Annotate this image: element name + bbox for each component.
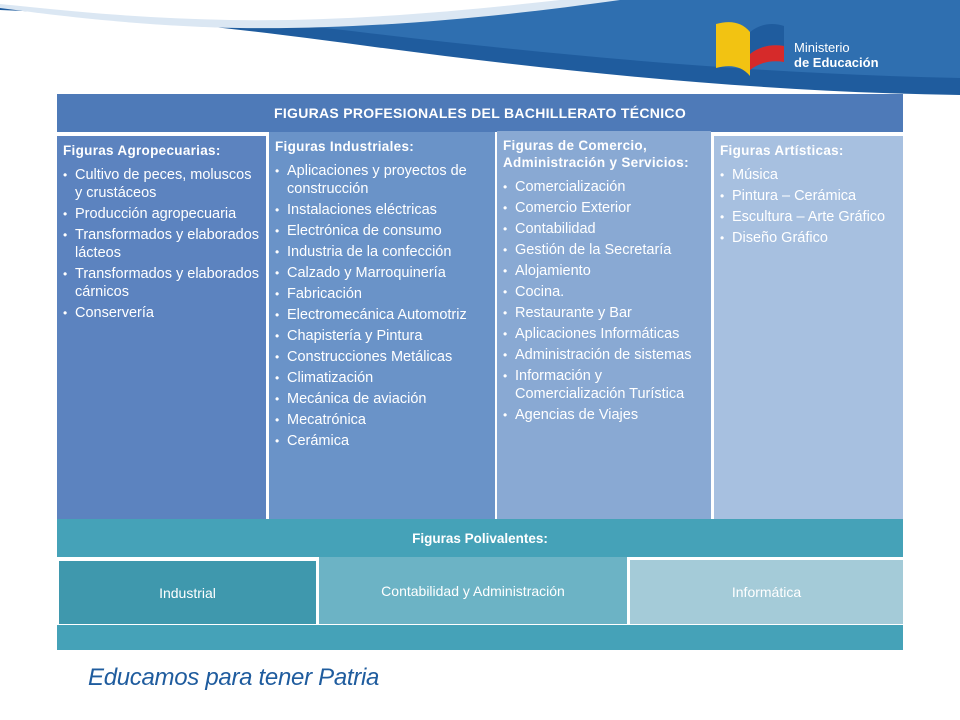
- list-item: Construcciones Metálicas: [275, 348, 491, 366]
- list-item: Información y Comercialización Turística: [503, 367, 707, 403]
- list-item: Agencias de Viajes: [503, 406, 707, 424]
- list-item: Electrónica de consumo: [275, 222, 491, 240]
- list-item: Administración de sistemas: [503, 346, 707, 364]
- list-item: Climatización: [275, 369, 491, 387]
- column-title: Figuras de Comercio, Administración y Se…: [503, 138, 689, 170]
- list-item: Conservería: [63, 304, 262, 322]
- ministry-name: Ministerio de Educación: [794, 40, 879, 70]
- list-item: Aplicaciones Informáticas: [503, 325, 707, 343]
- list-item: Aplicaciones y proyectos de construcción: [275, 162, 491, 198]
- list-item: Restaurante y Bar: [503, 304, 707, 322]
- column-title: Figuras Artísticas:: [720, 143, 844, 158]
- list-item: Cerámica: [275, 432, 491, 450]
- list-item: Cultivo de peces, moluscos y crustáceos: [63, 166, 262, 202]
- item-list: Aplicaciones y proyectos de construcción…: [275, 162, 491, 450]
- column-title: Figuras Agropecuarias:: [63, 143, 221, 158]
- list-item: Gestión de la Secretaría: [503, 241, 707, 259]
- column-agropecuarias: Figuras Agropecuarias: Cultivo de peces,…: [57, 136, 266, 519]
- footer-slogan: Educamos para tener Patria: [88, 664, 380, 691]
- polyvalent-informatica: Informática: [630, 560, 903, 624]
- column-comercio: Figuras de Comercio, Administración y Se…: [497, 131, 711, 519]
- item-list: Música Pintura – Cerámica Escultura – Ar…: [720, 166, 899, 247]
- list-item: Mecatrónica: [275, 411, 491, 429]
- list-item: Mecánica de aviación: [275, 390, 491, 408]
- list-item: Comercialización: [503, 178, 707, 196]
- column-artisticas: Figuras Artísticas: Música Pintura – Cer…: [714, 136, 903, 519]
- column-industriales: Figuras Industriales: Aplicaciones y pro…: [269, 132, 495, 519]
- flag-book-icon: [716, 22, 784, 76]
- list-item: Comercio Exterior: [503, 199, 707, 217]
- column-title: Figuras Industriales:: [275, 139, 415, 154]
- list-item: Transformados y elaborados lácteos: [63, 226, 262, 262]
- list-item: Alojamiento: [503, 262, 707, 280]
- list-item: Producción agropecuaria: [63, 205, 262, 223]
- ministry-name-line2: de Educación: [794, 55, 879, 70]
- list-item: Escultura – Arte Gráfico: [720, 208, 899, 226]
- ministry-logo: Ministerio de Educación: [712, 18, 912, 84]
- list-item: Instalaciones eléctricas: [275, 201, 491, 219]
- bottom-bar: [57, 625, 903, 650]
- ministry-name-line1: Ministerio: [794, 40, 850, 55]
- list-item: Industria de la confección: [275, 243, 491, 261]
- polyvalent-contabilidad: Contabilidad y Administración: [319, 557, 627, 624]
- item-list: Comercialización Comercio Exterior Conta…: [503, 178, 707, 424]
- list-item: Diseño Gráfico: [720, 229, 899, 247]
- list-item: Música: [720, 166, 899, 184]
- list-item: Chapistería y Pintura: [275, 327, 491, 345]
- polyvalent-title: Figuras Polivalentes:: [57, 519, 903, 557]
- list-item: Fabricación: [275, 285, 491, 303]
- list-item: Cocina.: [503, 283, 707, 301]
- list-item: Electromecánica Automotriz: [275, 306, 491, 324]
- polyvalent-industrial: Industrial: [59, 561, 316, 624]
- list-item: Pintura – Cerámica: [720, 187, 899, 205]
- list-item: Calzado y Marroquinería: [275, 264, 491, 282]
- list-item: Contabilidad: [503, 220, 707, 238]
- main-title: FIGURAS PROFESIONALES DEL BACHILLERATO T…: [57, 94, 903, 132]
- list-item: Transformados y elaborados cárnicos: [63, 265, 262, 301]
- item-list: Cultivo de peces, moluscos y crustáceos …: [63, 166, 262, 322]
